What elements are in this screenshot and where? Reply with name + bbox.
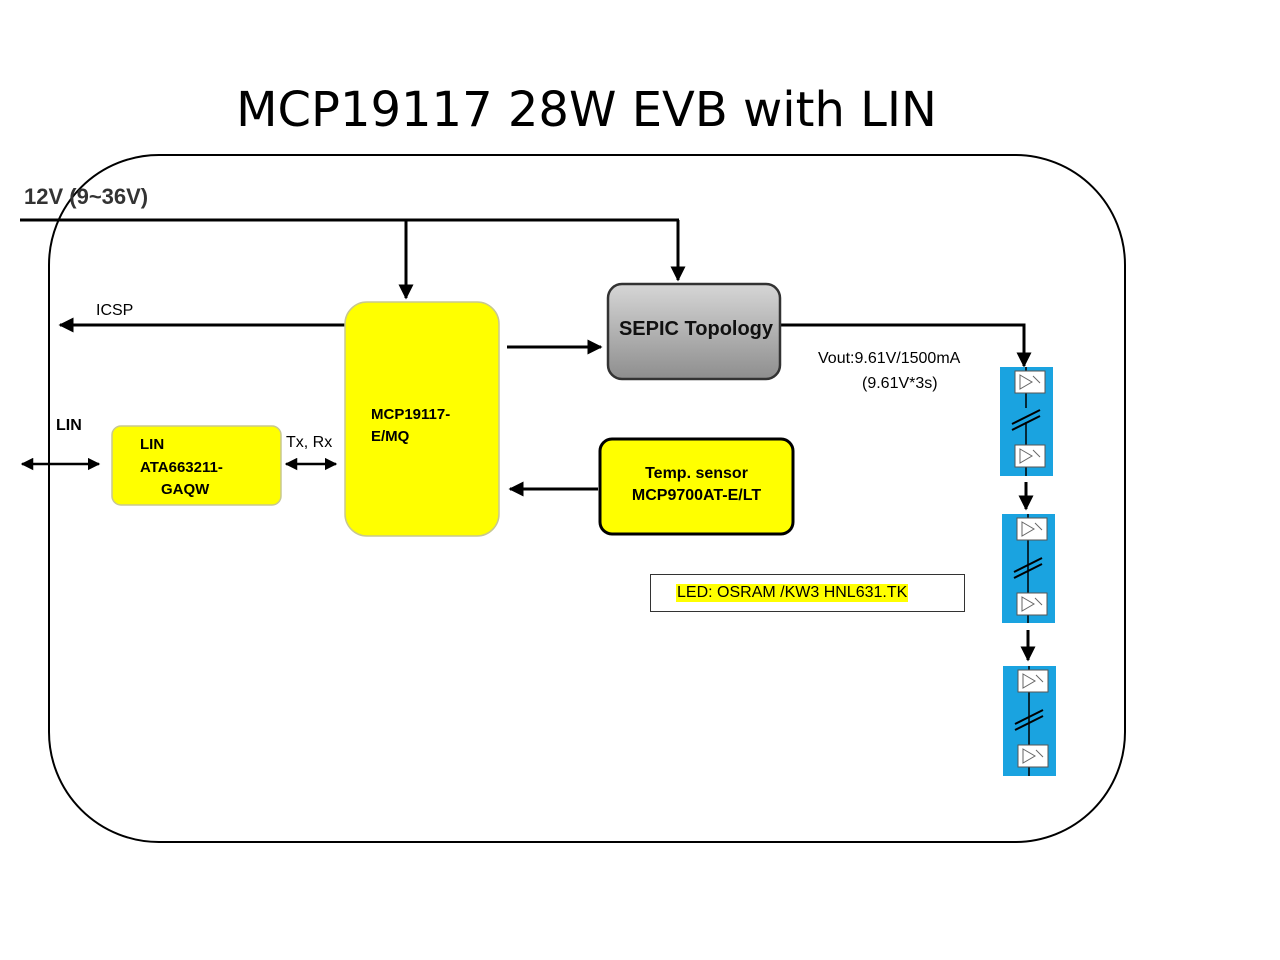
board-outline [48,154,1126,843]
temp-sensor-block [598,437,795,536]
sepic-label: SEPIC Topology [618,318,774,340]
led-string-3 [1003,666,1056,776]
lin-block-line1: LIN [140,436,165,453]
sepic-output-line [780,323,1032,368]
led-string-2 [1002,514,1055,623]
supply-label: 12V (9~36V) [24,184,149,209]
vout-line2: (9.61V*3s) [862,375,938,392]
mcu-block-line1: MCP19117- [371,406,451,423]
vout-line1: Vout:9.61V/1500mA [818,350,961,367]
lin-block-line2: ATA663211- [140,459,223,476]
page-title: MCP19117 28W EVB with LIN [236,82,937,138]
temp-sensor-line1: Temp. sensor [645,465,748,482]
txrx-label: Tx, Rx [286,434,333,451]
sepic-block [606,282,782,381]
led-note-text: LED: OSRAM /KW3 HNL631.TK [676,584,909,602]
lin-bus-label: LIN [56,417,82,434]
mcu-block-line2: E/MQ [371,428,410,445]
temp-sensor-text: Temp. sensor MCP9700AT-E/LT [600,463,793,507]
lin-transceiver-block [111,425,282,506]
led-string-1 [1000,367,1053,476]
mcu-block [344,301,500,537]
temp-sensor-line2: MCP9700AT-E/LT [631,487,762,504]
icsp-label: ICSP [96,302,134,319]
lin-block-line3: GAQW [161,481,210,498]
